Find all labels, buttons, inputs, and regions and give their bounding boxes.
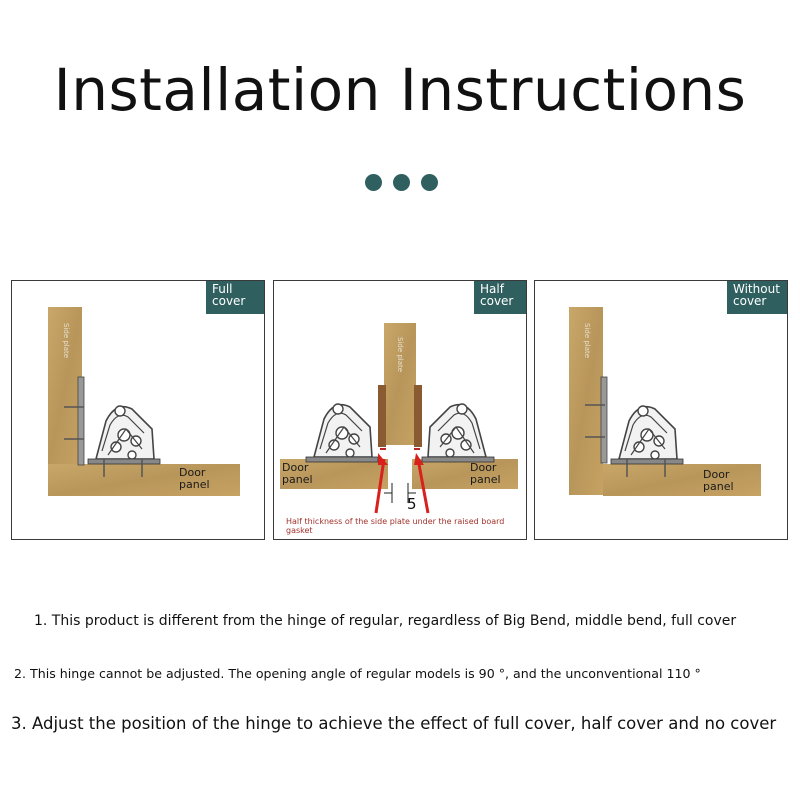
diagram-half-cover: Half cover Side plate Door panel Door pa… [273, 280, 527, 540]
page-title: Installation Instructions [53, 56, 747, 124]
door-panel-label: Door panel [703, 468, 734, 493]
diagram-full-cover: Full cover Side plate Door panel [11, 280, 265, 540]
tag-half-cover: Half cover [474, 281, 526, 314]
side-plate-label: Side plate [583, 323, 591, 359]
half-cover-drawing [280, 323, 518, 514]
instruction-3: 3. Adjust the position of the hinge to a… [11, 714, 777, 733]
gap-value: 5 [407, 495, 417, 513]
dot-3 [421, 174, 438, 191]
right-door-panel-label: Door panel [470, 461, 501, 486]
tag-without-cover: Without cover [727, 281, 787, 314]
dot-2 [393, 174, 410, 191]
door-panel-label: Door panel [179, 466, 210, 491]
decorative-dots [0, 174, 800, 192]
side-plate-label: Side plate [62, 323, 70, 359]
instruction-1: 1. This product is different from the hi… [34, 613, 737, 629]
tag-full-cover: Full cover [206, 281, 264, 314]
full-cover-drawing [48, 307, 240, 496]
without-cover-drawing [569, 307, 761, 496]
side-plate-label: Side plate [396, 337, 404, 373]
diagram-without-cover: Without cover Side plate Door panel [534, 280, 788, 540]
left-door-panel-label: Door panel [282, 461, 313, 486]
dot-1 [365, 174, 382, 191]
half-cover-note: Half thickness of the side plate under t… [286, 517, 505, 535]
instruction-2: 2. This hinge cannot be adjusted. The op… [14, 666, 701, 681]
